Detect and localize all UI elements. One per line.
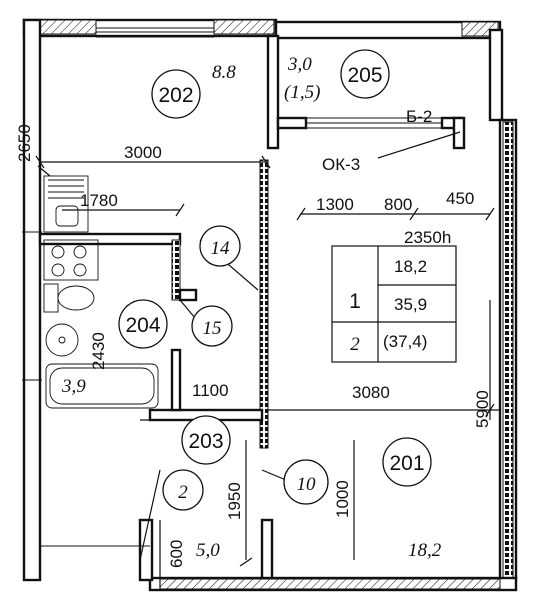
dimension-lines	[35, 131, 500, 590]
room-201-circle	[382, 437, 432, 487]
summary-total-area-reduced: (37,4)	[383, 332, 427, 351]
room-205-number: 205	[347, 64, 382, 87]
dim-2650: 2650	[15, 124, 34, 162]
room-204-area: 3,9	[61, 376, 86, 397]
dim-2430: 2430	[89, 332, 108, 370]
summary-box	[331, 245, 457, 363]
dim-5900: 5900	[473, 390, 492, 428]
room-204-circle	[118, 299, 168, 349]
door-10-code: 10	[297, 474, 317, 495]
room-201-number: 201	[389, 452, 424, 475]
room-202-number: 202	[158, 84, 193, 107]
room-202-area: 8.8	[212, 62, 236, 83]
bathtub-icon	[45, 363, 159, 409]
washbasin-icon	[45, 323, 79, 357]
room-205-circle	[340, 49, 390, 99]
dim-1950: 1950	[225, 482, 244, 520]
balcony-mark: Б-2	[406, 107, 432, 126]
sink-counter	[43, 175, 89, 233]
door-14-code: 14	[211, 238, 231, 259]
fixtures	[43, 175, 159, 409]
room-202-circle	[151, 69, 201, 119]
toilet-icon	[57, 285, 95, 311]
room-203-number: 203	[188, 430, 223, 453]
dim-1100: 1100	[192, 381, 229, 400]
summary-rooms-count: 1	[349, 290, 361, 313]
dim-1000: 1000	[333, 480, 352, 518]
room-203-area: 5,0	[196, 540, 220, 561]
window-mark: ОК-3	[322, 155, 360, 174]
room-markers	[118, 49, 432, 511]
kitchen-sink-icon	[55, 205, 79, 227]
exterior-walls	[22, 18, 518, 592]
dim-1300: 1300	[316, 195, 354, 214]
door-10-circle	[283, 459, 329, 505]
summary-level: 2	[350, 334, 360, 355]
dim-3080: 3080	[352, 383, 390, 402]
summary-frame	[331, 245, 457, 363]
door-2-circle	[162, 469, 204, 511]
ceiling-height: 2350h	[404, 228, 451, 247]
stove-icon	[43, 239, 99, 281]
interior-walls	[38, 34, 466, 582]
summary-total-area: 35,9	[394, 295, 427, 314]
door-15-code: 15	[203, 318, 222, 339]
summary-living-area: 18,2	[394, 257, 427, 276]
room-205-area-reduced: (1,5)	[284, 82, 320, 103]
door-2-code: 2	[178, 482, 188, 503]
room-205-area: 3,0	[287, 54, 312, 75]
room-201-area: 18,2	[408, 540, 442, 561]
room-203-circle	[181, 415, 231, 465]
toilet-tank-icon	[43, 283, 59, 313]
dim-450: 450	[446, 189, 474, 208]
room-204-number: 204	[125, 314, 160, 337]
dim-1780: 1780	[80, 191, 118, 210]
dim-3000: 3000	[124, 143, 162, 162]
dim-800: 800	[384, 195, 412, 214]
windows	[22, 27, 442, 381]
door-14-circle	[199, 225, 241, 267]
dim-600: 600	[167, 540, 186, 568]
door-15-circle	[191, 305, 233, 347]
